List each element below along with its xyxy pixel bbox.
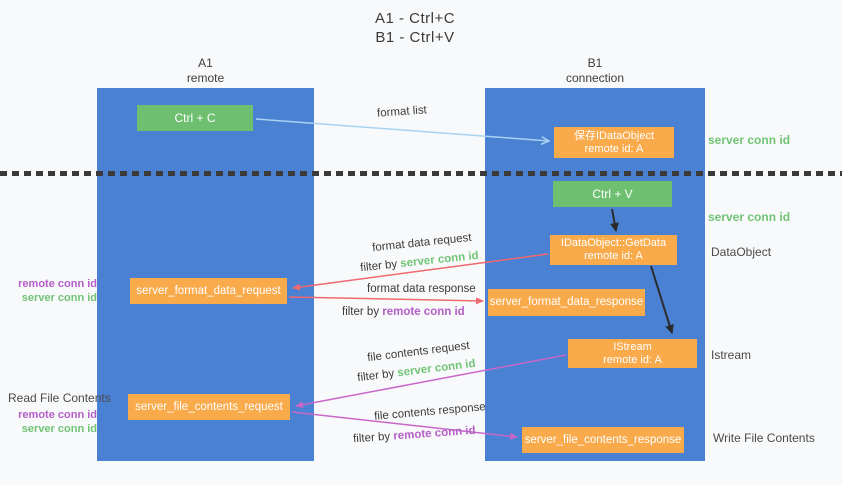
lane-header-b1: B1 connection xyxy=(485,56,705,86)
filter-remote-conn-id: remote conn id xyxy=(382,306,465,318)
node-server-format-data-response: server_format_data_response xyxy=(488,289,645,316)
format-request-label: server_format_data_request xyxy=(136,284,281,297)
node-server-file-contents-request: server_file_contents_request xyxy=(128,394,290,420)
dataobject-label: DataObject xyxy=(711,245,772,259)
lane-b1-name: B1 xyxy=(587,56,603,70)
filter-by-text: filter by xyxy=(352,430,394,446)
ctrl-c-label: Ctrl + C xyxy=(174,110,216,125)
filter-server-conn-id: server conn id xyxy=(399,249,480,270)
file-conn-id-block: remote conn id server conn id xyxy=(5,408,97,436)
format-remote-conn-id-label: remote conn id xyxy=(18,278,97,290)
format-data-response-annotation: format data response xyxy=(367,283,476,295)
filter-server-conn-id: server conn id xyxy=(396,357,477,380)
read-file-contents-label: Read File Contents xyxy=(8,391,111,405)
lane-a1-subtitle: remote xyxy=(186,71,225,85)
format-data-request-annotation: format data request xyxy=(371,231,473,255)
file-contents-response-filter: filter by remote conn id xyxy=(353,425,476,446)
node-istream: IStream remote id: A xyxy=(568,339,697,368)
filter-remote-conn-id: remote conn id xyxy=(392,424,476,443)
istream-side-label: Istream xyxy=(711,348,752,362)
getdata-line1: IDataObject::GetData xyxy=(560,237,667,249)
save-idataobject-line2: remote id: A xyxy=(584,142,644,155)
node-server-file-contents-response: server_file_contents_response xyxy=(522,427,684,453)
lane-b1-subtitle: connection xyxy=(565,71,625,85)
lane-header-a1: A1 remote xyxy=(97,56,314,86)
format-list-annotation: format list xyxy=(376,104,428,120)
lane-a1-name: A1 xyxy=(198,56,213,70)
file-request-label: server_file_contents_request xyxy=(135,400,283,413)
file-remote-conn-id-label: remote conn id xyxy=(18,409,97,421)
istream-line1: IStream xyxy=(613,340,652,353)
file-server-conn-id-label: server conn id xyxy=(21,423,97,435)
node-server-format-data-request: server_format_data_request xyxy=(130,278,287,304)
file-contents-response-annotation: file contents response xyxy=(373,401,487,423)
server-conn-id-label-top: server conn id xyxy=(708,133,791,147)
filter-by-text: filter by xyxy=(356,367,399,385)
istream-line2: remote id: A xyxy=(603,353,662,366)
write-file-contents-label: Write File Contents xyxy=(713,431,815,445)
server-conn-id-label-mid: server conn id xyxy=(708,210,791,224)
format-data-response-arrow xyxy=(288,296,484,305)
node-idataobject-getdata: IDataObject::GetData remote id: A xyxy=(550,235,677,265)
format-server-conn-id-label: server conn id xyxy=(21,292,97,304)
title-line-1: A1 - Ctrl+C xyxy=(374,10,456,27)
file-response-label: server_file_contents_response xyxy=(524,433,682,446)
filter-by-text: filter by xyxy=(359,258,401,275)
node-ctrl-c: Ctrl + C xyxy=(137,105,253,131)
dotted-separator-line xyxy=(0,171,842,176)
getdata-line2: remote id: A xyxy=(584,250,643,262)
diagram-title: A1 - Ctrl+C B1 - Ctrl+V xyxy=(310,9,520,47)
save-idataobject-line1: 保存IDataObject xyxy=(573,129,655,142)
node-save-idataobject: 保存IDataObject remote id: A xyxy=(554,127,674,158)
format-conn-id-block: remote conn id server conn id xyxy=(5,277,97,305)
format-response-label: server_format_data_response xyxy=(489,296,644,308)
title-line-2: B1 - Ctrl+V xyxy=(375,29,455,46)
node-ctrl-v: Ctrl + V xyxy=(553,181,672,207)
filter-by-text: filter by xyxy=(342,306,383,318)
format-data-response-filter: filter by remote conn id xyxy=(342,306,465,318)
ctrl-v-label: Ctrl + V xyxy=(592,186,633,201)
